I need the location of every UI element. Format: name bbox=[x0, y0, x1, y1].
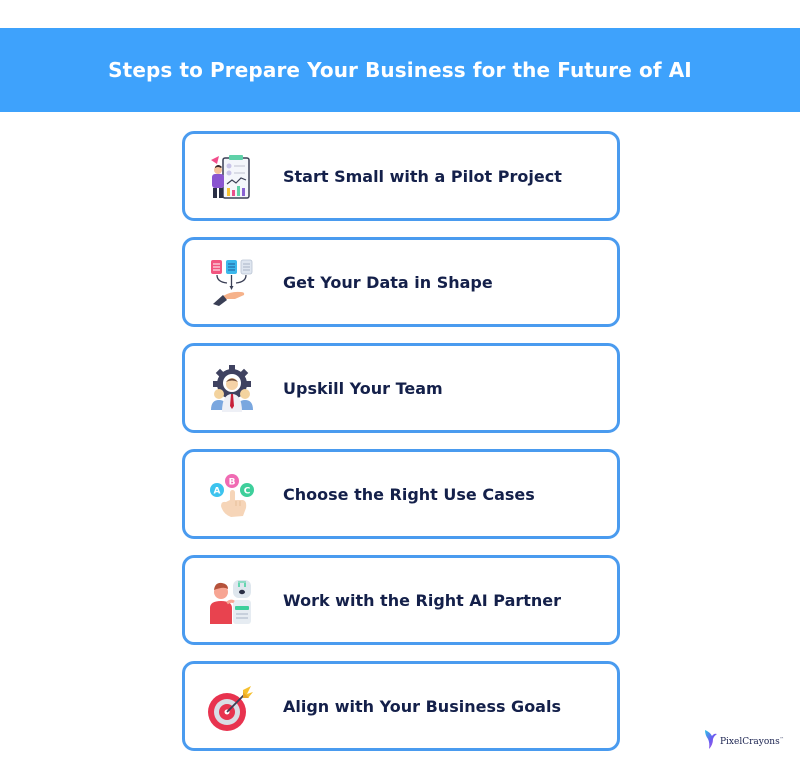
data-documents-hand-icon bbox=[207, 258, 257, 308]
step-card-upskill-team: Upskill Your Team bbox=[182, 343, 620, 433]
page-title: Steps to Prepare Your Business for the F… bbox=[108, 58, 692, 82]
step-label: Get Your Data in Shape bbox=[283, 272, 493, 292]
step-card-data-shape: Get Your Data in Shape bbox=[182, 237, 620, 327]
step-label: Work with the Right AI Partner bbox=[283, 590, 562, 610]
svg-text:C: C bbox=[244, 487, 251, 497]
step-card-use-cases: A B C Choose the Right Use Cases bbox=[182, 449, 620, 539]
logo-text: PixelCrayons™ bbox=[720, 735, 784, 747]
step-card-business-goals: Align with Your Business Goals bbox=[182, 661, 620, 751]
target-dart-icon bbox=[207, 682, 257, 732]
team-gear-icon bbox=[207, 364, 257, 414]
pilot-project-presenter-icon bbox=[207, 152, 257, 202]
step-card-ai-partner: Work with the Right AI Partner bbox=[182, 555, 620, 645]
svg-text:B: B bbox=[229, 478, 236, 488]
step-label: Align with Your Business Goals bbox=[283, 696, 561, 716]
step-label: Start Small with a Pilot Project bbox=[283, 166, 562, 186]
svg-text:A: A bbox=[214, 487, 221, 497]
person-robot-icon bbox=[207, 576, 257, 626]
abc-choice-hand-icon: A B C bbox=[207, 470, 257, 520]
step-label: Upskill Your Team bbox=[283, 378, 443, 398]
pixelcrayons-logo: PixelCrayons™ bbox=[704, 728, 784, 754]
step-label: Choose the Right Use Cases bbox=[283, 484, 535, 504]
header-banner: Steps to Prepare Your Business for the F… bbox=[0, 28, 800, 112]
hummingbird-logo-icon bbox=[704, 728, 718, 754]
step-card-pilot-project: Start Small with a Pilot Project bbox=[182, 131, 620, 221]
